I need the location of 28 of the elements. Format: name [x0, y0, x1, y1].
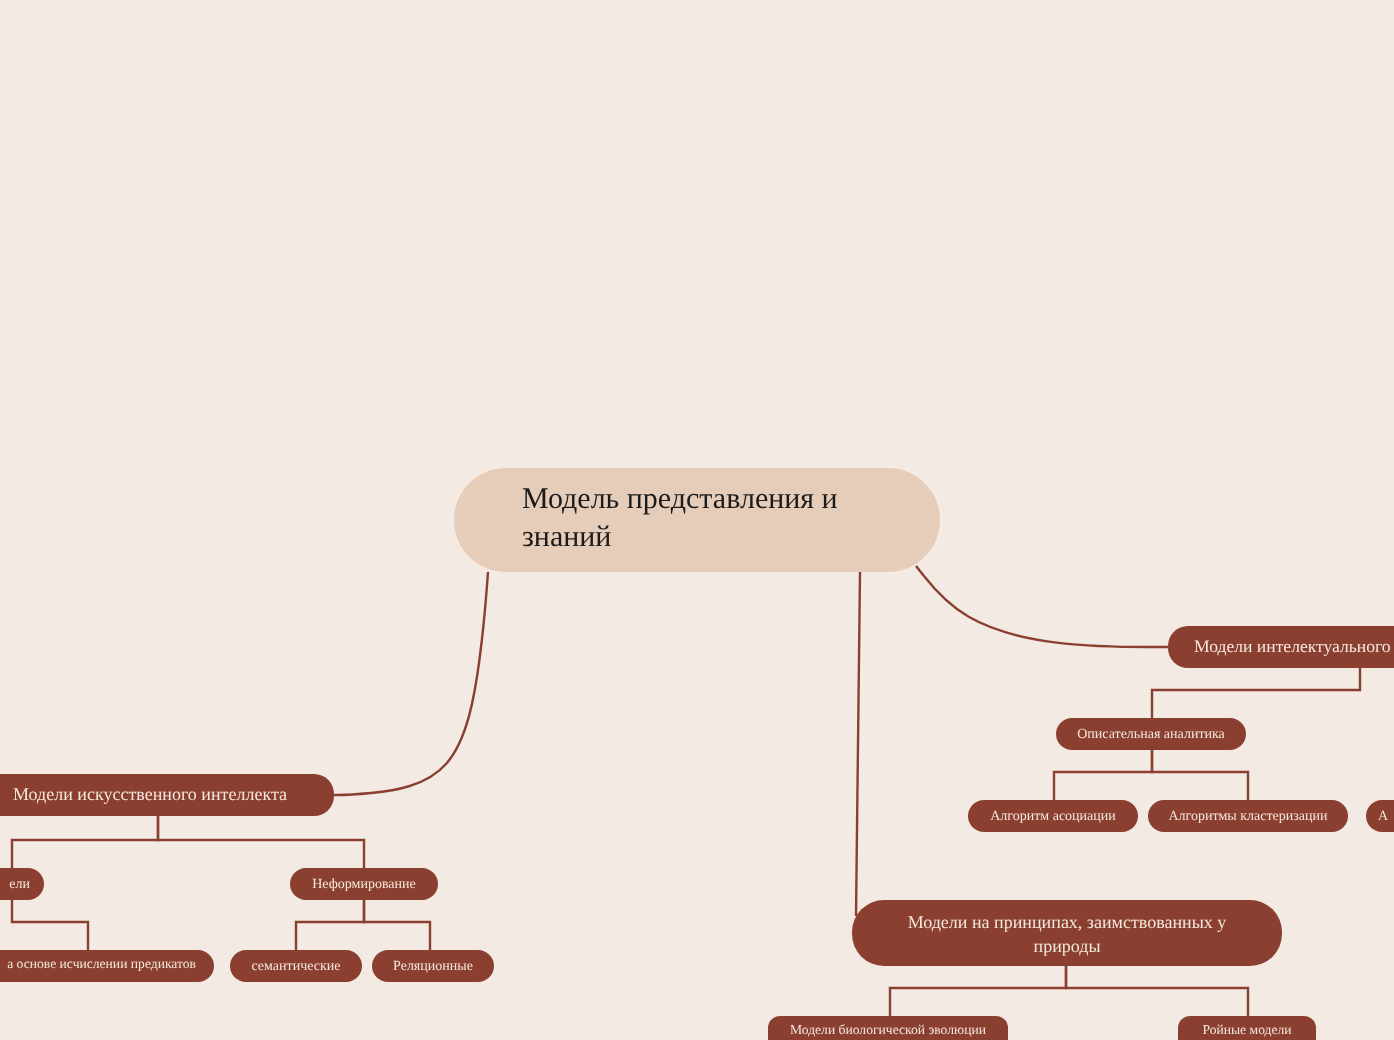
- topic-text: Модели искусственного интеллекта: [13, 784, 287, 806]
- topic-box: [1168, 626, 1394, 668]
- topic-text: Модели на принципах, заимствованных у природы: [905, 909, 1229, 957]
- topic-box: [768, 1016, 1008, 1040]
- connector-line: [334, 571, 490, 797]
- topic-box: [1056, 718, 1246, 750]
- topic-text: Модели интелектуального: [1194, 636, 1391, 658]
- connector-line: [854, 572, 862, 916]
- topic-box: [852, 900, 1282, 966]
- topic-box: [372, 950, 494, 982]
- topic-box: [0, 774, 334, 816]
- topic-box: [0, 950, 214, 982]
- connector-line: [1150, 750, 1250, 800]
- topic-box: [968, 800, 1138, 832]
- topic-box: [0, 868, 44, 900]
- topic-text: Модель представления и знаний: [522, 482, 840, 558]
- connector-line: [362, 900, 432, 950]
- connector-line: [915, 565, 1168, 649]
- connector-line: [1064, 966, 1250, 1016]
- central-topic-box: [454, 468, 940, 572]
- topic-box: [230, 950, 362, 982]
- connector-line: [156, 816, 366, 868]
- topic-box: [1148, 800, 1348, 832]
- connector-line: [1150, 668, 1362, 718]
- connector-line: [10, 900, 90, 950]
- topic-box: [1366, 800, 1394, 832]
- topic-box: [290, 868, 438, 900]
- topic-box: [1178, 1016, 1316, 1040]
